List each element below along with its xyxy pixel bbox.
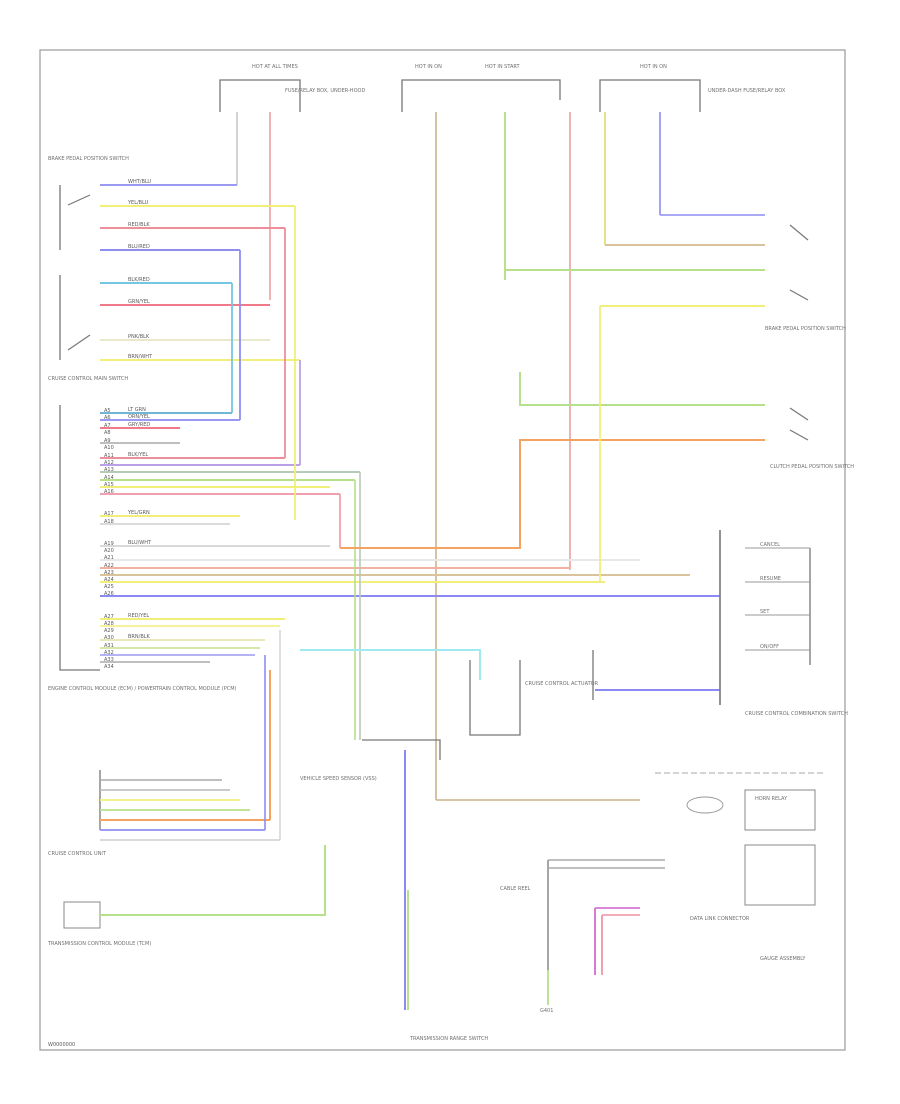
ecm-pin-label: A6: [104, 415, 111, 421]
brake-switch-right-label: BRAKE PEDAL POSITION SWITCH: [765, 326, 846, 332]
power-source-3-title: HOT IN START: [485, 64, 521, 70]
ecm-pin-label: A10: [104, 445, 114, 451]
power-source-4-title: HOT IN ON: [640, 64, 667, 70]
horn-relay-label: HORN RELAY: [755, 796, 788, 802]
switch-position-set: SET: [760, 609, 770, 615]
actuator-label: CRUISE CONTROL ACTUATOR: [525, 681, 599, 687]
ecm-pin-label: A30: [104, 635, 114, 641]
ccu-block: CRUISE CONTROL UNIT: [48, 770, 107, 857]
wire-color-label: BRN/WHT: [128, 354, 153, 360]
power-source-2: HOT IN ON: [401, 64, 470, 112]
ecm-pin-label: A26: [104, 591, 114, 597]
wire-color-label: PNK/BLK: [128, 334, 150, 340]
wire-color-label: BLU/RED: [128, 244, 150, 250]
ecm-pin-label: A12: [104, 460, 114, 466]
shift-switch-label: TRANSMISSION RANGE SWITCH: [409, 1036, 488, 1042]
ecm-pin-label: A7: [104, 423, 111, 429]
ecm-pin-label: A29: [104, 628, 114, 634]
power-source-1-desc: FUSE/RELAY BOX, UNDER-HOOD: [285, 88, 365, 94]
ecm-pin-label: A27: [104, 614, 114, 620]
ecm-pin-label: A20: [104, 548, 114, 554]
wire-color-label: BLU/WHT: [128, 540, 152, 546]
ecm-block: ENGINE CONTROL MODULE (ECM) / POWERTRAIN…: [48, 405, 237, 692]
ecm-pin-label: A21: [104, 555, 114, 561]
ecm-pin-label: A18: [104, 519, 114, 525]
main-switch-label: CRUISE CONTROL MAIN SWITCH: [48, 376, 128, 382]
wire-color-label: BRN/BLK: [128, 634, 151, 640]
switch-position-resume: RESUME: [760, 576, 781, 582]
figure-id: W0000000: [48, 1042, 75, 1048]
ecm-pin-label: A23: [104, 570, 114, 576]
wire-color-label: GRN/YEL: [128, 299, 150, 305]
wire-color-label: LT GRN: [128, 407, 146, 413]
ecm-pin-label: A24: [104, 577, 114, 583]
ecm-pin-label: A31: [104, 643, 114, 649]
horn-relay-block: [686, 789, 816, 906]
ecm-pin-label: A14: [104, 475, 114, 481]
ground-label: G401: [540, 1008, 553, 1014]
ecm-pin-label: A22: [104, 563, 114, 569]
wire-color-label: ORN/YEL: [128, 414, 150, 420]
ecm-pin-label: A28: [104, 621, 114, 627]
brake-switch-label: BRAKE PEDAL POSITION SWITCH: [48, 156, 129, 162]
ecm-pin-label: A32: [104, 650, 114, 656]
wire-color-label: WHT/BLU: [128, 179, 151, 185]
combo-switch-block: CANCEL RESUME SET ON/OFF CRUISE CONTROL …: [719, 530, 848, 717]
ccu-label: CRUISE CONTROL UNIT: [48, 851, 107, 857]
ecm-pin-label: A8: [104, 430, 111, 436]
brake-switch-block: BRAKE PEDAL POSITION SWITCH: [48, 156, 129, 250]
power-source-1-title: HOT AT ALL TIMES: [252, 64, 298, 70]
power-source-1: HOT AT ALL TIMES FUSE/RELAY BOX, UNDER-H…: [219, 64, 365, 112]
ecm-pin-label: A16: [104, 489, 114, 495]
wire-color-label: GRY/RED: [128, 422, 150, 428]
right-contacts: BRAKE PEDAL POSITION SWITCH CLUTCH PEDAL…: [765, 224, 854, 470]
power-source-3: HOT IN START: [470, 64, 561, 100]
ecm-pin-label: A9: [104, 438, 111, 444]
diagram-border: [39, 49, 846, 1051]
combo-switch-label: CRUISE CONTROL COMBINATION SWITCH: [745, 711, 848, 717]
ecm-pin-label: A19: [104, 541, 114, 547]
switch-position-cancel: CANCEL: [760, 542, 780, 548]
ecm-pin-label: A17: [104, 511, 114, 517]
wire-color-label: YEL/GRN: [127, 510, 150, 516]
switch-position-onoff: ON/OFF: [760, 644, 779, 650]
ecm-pin-label: A13: [104, 467, 114, 473]
power-source-4: HOT IN ON UNDER-DASH FUSE/RELAY BOX: [599, 64, 786, 112]
gauge-label: GAUGE ASSEMBLY: [760, 956, 806, 962]
wire-color-label: RED/YEL: [128, 613, 149, 619]
ecm-label: ENGINE CONTROL MODULE (ECM) / POWERTRAIN…: [48, 686, 237, 692]
wire-color-label: BLK/YEL: [128, 452, 148, 458]
tcm-label: TRANSMISSION CONTROL MODULE (TCM): [47, 941, 151, 947]
ecm-pin-label: A25: [104, 584, 114, 590]
power-source-4-desc: UNDER-DASH FUSE/RELAY BOX: [708, 88, 786, 94]
ecm-pin-labels: A5A6A7A8A9A10A11A12A13A14A15A16A17A18A19…: [104, 408, 114, 670]
wire-color-label: YEL/BLU: [127, 200, 149, 206]
vss-label: VEHICLE SPEED SENSOR (VSS): [300, 776, 377, 782]
wire-bundle: [100, 184, 765, 1010]
ecm-pin-label: A15: [104, 482, 114, 488]
clutch-switch-label: CLUTCH PEDAL POSITION SWITCH: [770, 464, 854, 470]
ecm-pin-label: A5: [104, 408, 111, 414]
data-link-label: DATA LINK CONNECTOR: [690, 916, 750, 922]
power-source-2-title: HOT IN ON: [415, 64, 442, 70]
main-switch-block: CRUISE CONTROL MAIN SWITCH: [48, 275, 128, 382]
wire-color-label: RED/BLK: [128, 222, 150, 228]
wire-color-labels: WHT/BLU YEL/BLU RED/BLK BLU/RED BLK/RED GRN/Y…: [127, 179, 153, 640]
tcm-block: TRANSMISSION CONTROL MODULE (TCM): [47, 901, 151, 947]
ecm-pin-label: A11: [104, 453, 114, 459]
wire-color-label: BLK/RED: [128, 277, 150, 283]
ecm-pin-label: A34: [104, 664, 114, 670]
cable-reel-label: CABLE REEL: [500, 886, 531, 892]
ecm-pin-label: A33: [104, 657, 114, 663]
